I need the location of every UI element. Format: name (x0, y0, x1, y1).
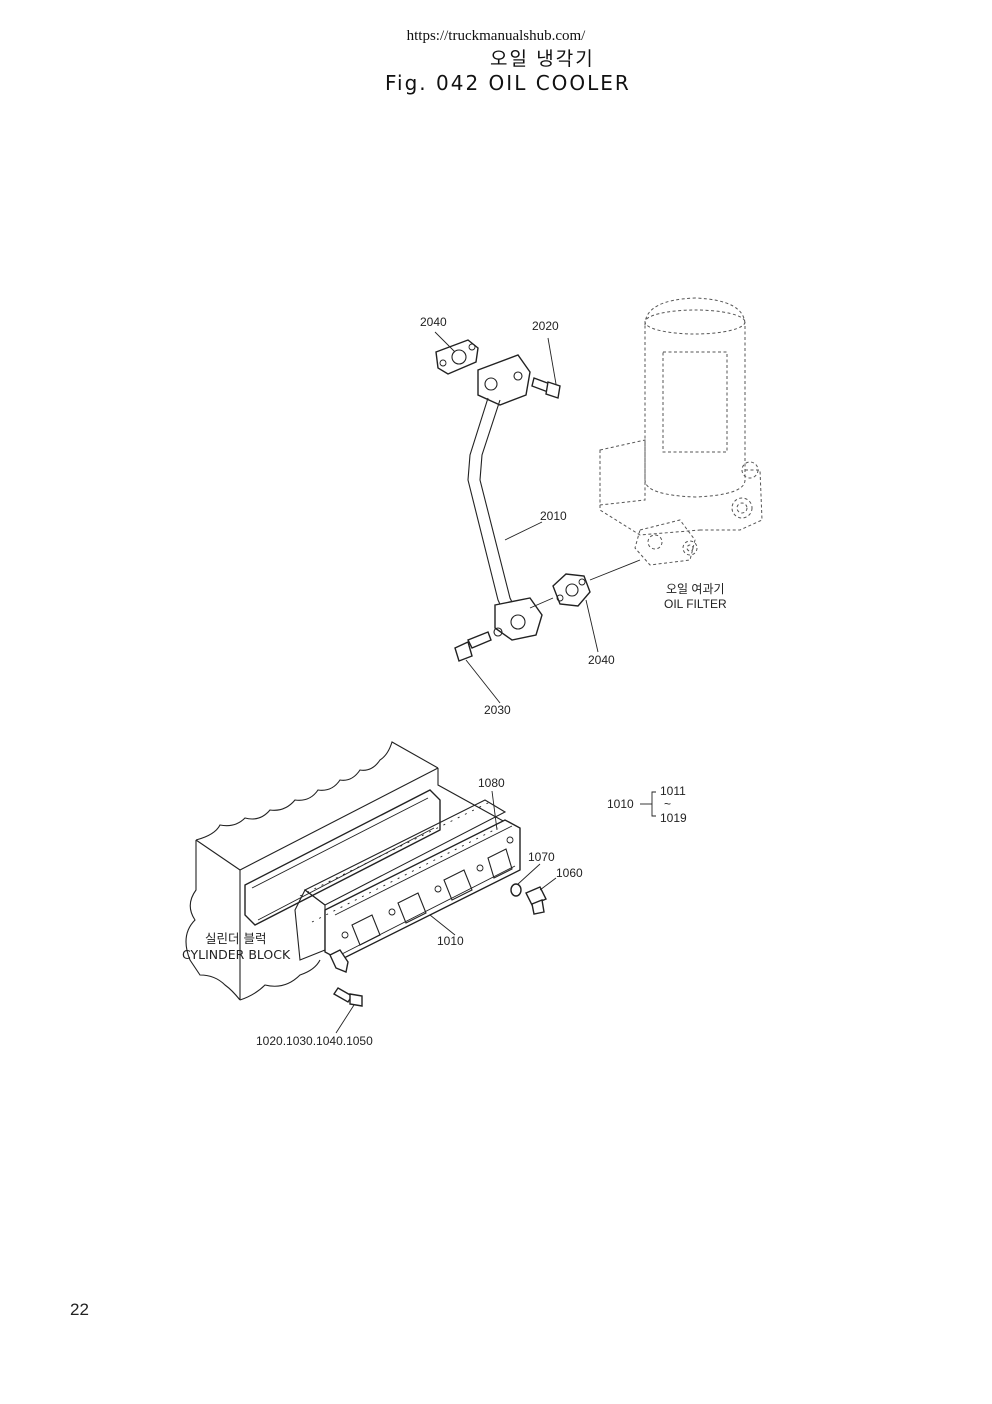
oil-filter-label-korean: 오일 여과기 (666, 582, 725, 596)
subassembly-tilde: ~ (664, 797, 671, 811)
cylinder-block-drawing (185, 741, 507, 1001)
label-2030: 2030 (484, 703, 511, 717)
subassembly-parent: 1010 (607, 797, 634, 811)
source-url[interactable]: https://truckmanualshub.com/ (406, 28, 586, 44)
oil-cooler-1010 (324, 819, 521, 973)
leaders-bottom (335, 790, 557, 1034)
gasket-2040-bottom (552, 573, 591, 607)
label-2040-top: 2040 (420, 315, 447, 329)
oil-pipe-2010 (467, 354, 543, 641)
label-1070: 1070 (528, 850, 555, 864)
leaders-top (434, 331, 599, 704)
page-number: 22 (70, 1300, 89, 1319)
label-2010: 2010 (540, 509, 567, 523)
leader-gasket-to-filter (589, 559, 641, 581)
bolt-1020 (333, 987, 363, 1007)
plug-1060 (525, 886, 547, 915)
label-2040-bottom: 2040 (588, 653, 615, 667)
title-korean: 오일 냉각기 (490, 49, 595, 70)
bolt-2030 (454, 631, 492, 662)
figure-title: Fig. 042 OIL COOLER (385, 71, 631, 95)
label-1010: 1010 (437, 934, 464, 948)
cylinder-block-label-korean: 실린더 블럭 (205, 931, 266, 946)
leader-pipe-to-gasket (529, 597, 554, 609)
oil-filter-label: OIL FILTER (664, 597, 727, 611)
subassembly-bracket (640, 791, 656, 817)
bolt-2020 (531, 377, 561, 399)
oil-filter-drawing (599, 297, 763, 566)
label-1020-group: 1020.1030.1040.1050 (256, 1034, 373, 1048)
subassembly-from: 1011 (660, 784, 686, 798)
subassembly-to: 1019 (660, 811, 687, 825)
cylinder-block-label: CYLINDER BLOCK (182, 947, 291, 962)
label-2020: 2020 (532, 319, 559, 333)
washer-1070 (510, 883, 522, 897)
gasket-1080 (299, 801, 499, 923)
gasket-2040-top (435, 339, 479, 375)
label-1080: 1080 (478, 776, 505, 790)
label-1060: 1060 (556, 866, 583, 880)
